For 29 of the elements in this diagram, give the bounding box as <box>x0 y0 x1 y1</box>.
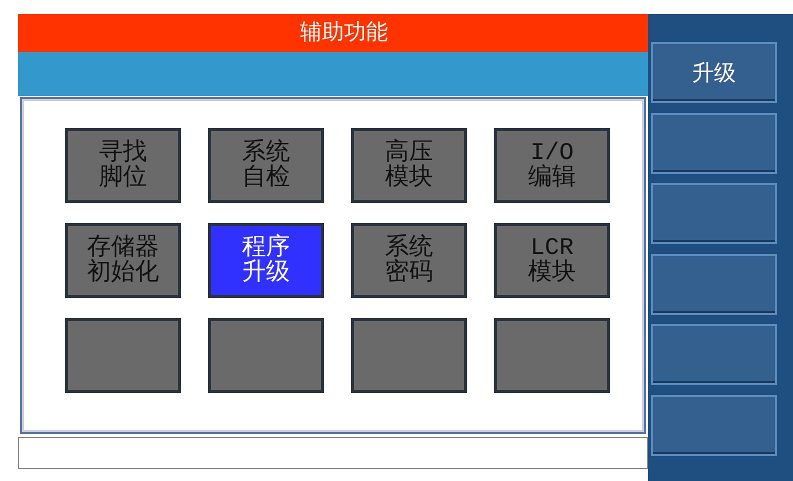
screen-title: 辅助功能 <box>300 19 388 47</box>
menu-tile <box>208 128 324 203</box>
softkey-button <box>651 183 777 244</box>
softkey-button <box>651 324 777 385</box>
menu-tile <box>351 223 467 298</box>
softkey-button <box>651 112 777 174</box>
menu-tile <box>65 128 181 203</box>
tile-label: I/O编辑 <box>527 140 577 190</box>
menu-tile <box>494 223 610 298</box>
menu-tile <box>494 318 610 393</box>
tile-label: 系统自检 <box>241 140 291 190</box>
menu-tile <box>208 318 324 393</box>
tile-label: 程序升级 <box>241 236 291 286</box>
tile-label: 高压模块 <box>384 140 434 190</box>
menu-tile <box>351 128 467 203</box>
softkey-button <box>651 254 777 314</box>
tile-label: 寻找脚位 <box>98 140 148 190</box>
tile-label: 系统密码 <box>384 236 434 286</box>
menu-tile <box>351 318 467 393</box>
tile-label: LCR模块 <box>527 236 577 286</box>
softkey-button <box>651 42 777 103</box>
menu-tile <box>65 223 181 298</box>
menu-tile <box>65 318 181 393</box>
softkey-button <box>651 394 777 456</box>
selected-menu-tile <box>208 223 324 298</box>
softkey-label: 升级 <box>692 60 736 88</box>
tile-label: 存储器初始化 <box>86 236 160 286</box>
menu-tile <box>494 128 610 203</box>
info-bar <box>18 52 648 96</box>
